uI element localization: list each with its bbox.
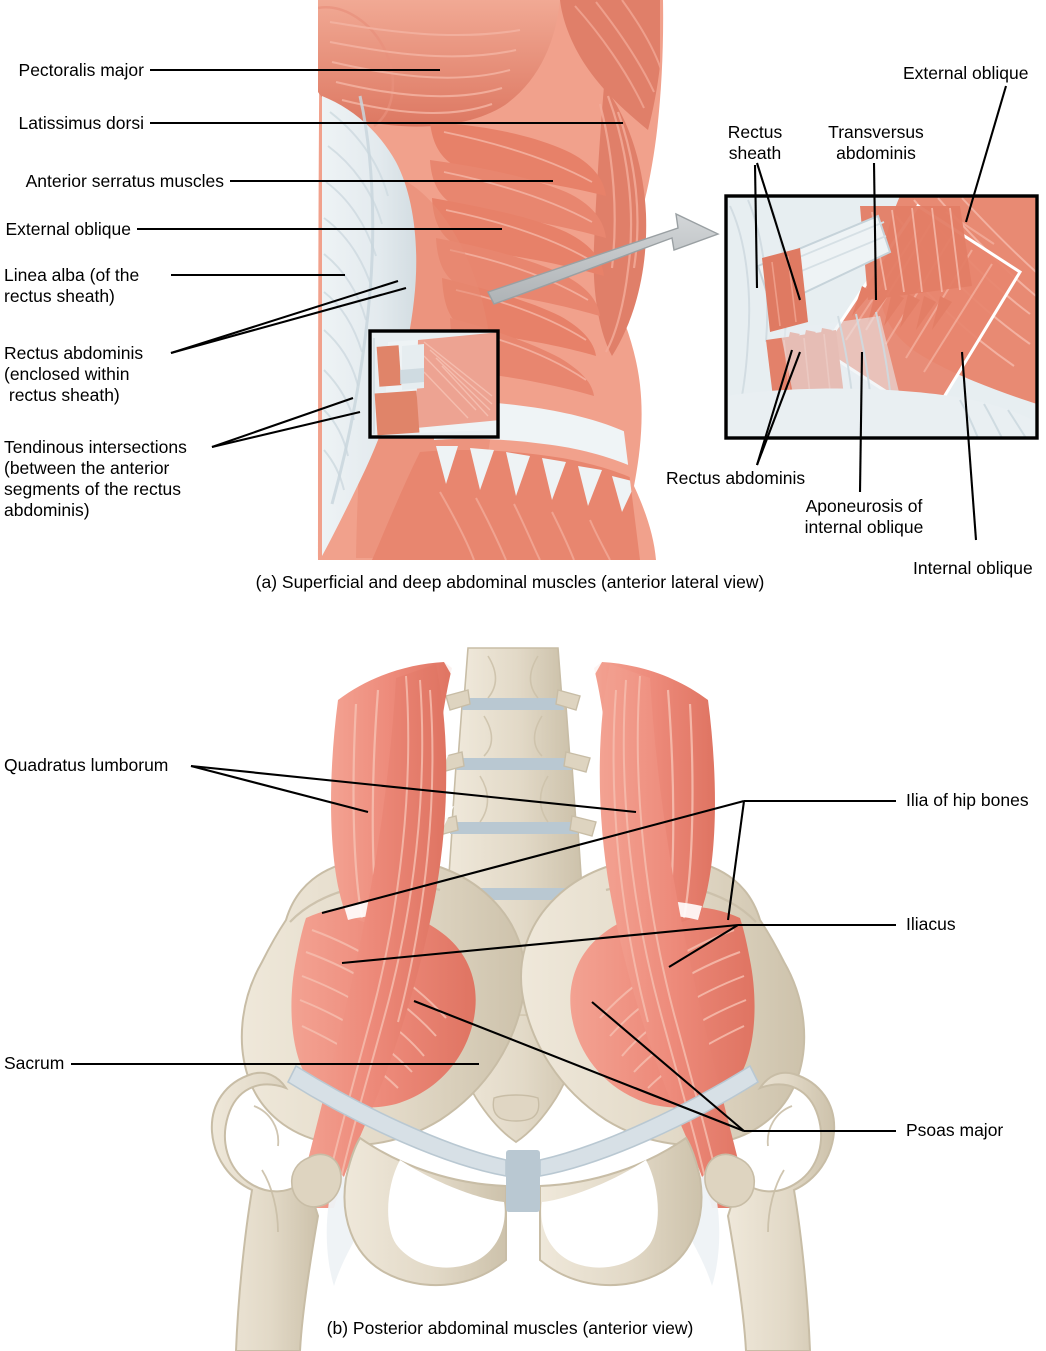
linea-alba-striations bbox=[323, 111, 389, 491]
label-inset-rectus-abdominis: Rectus abdominis bbox=[666, 468, 806, 488]
detail-region-box bbox=[368, 329, 500, 439]
pectoralis-major-muscle bbox=[318, 0, 560, 127]
pubic-symphysis bbox=[506, 1150, 540, 1212]
label-anterior-serratus-muscles: Anterior serratus muscles bbox=[25, 171, 224, 191]
label-ilia-of-hip-bones: Ilia of hip bones bbox=[906, 790, 1029, 810]
psoas-major-right-muscle bbox=[599, 664, 750, 1208]
label-rectus-abdominis: Rectus abdominis (enclosed within rectus… bbox=[4, 343, 144, 405]
detail-window-content bbox=[370, 331, 498, 437]
label-sacrum: Sacrum bbox=[4, 1053, 65, 1073]
lumbar-vertebrae bbox=[431, 647, 597, 966]
upper-lateral-muscle bbox=[560, 0, 660, 130]
label-psoas-major: Psoas major bbox=[906, 1120, 1004, 1140]
trochanter-right bbox=[704, 1153, 756, 1208]
label-tendinous-intersections: Tendinous intersections (between the ant… bbox=[4, 437, 187, 520]
label-linea-alba: Linea alba (of the rectus sheath) bbox=[4, 265, 140, 306]
femur-right-bone bbox=[726, 1071, 836, 1351]
label-quadratus-lumborum: Quadratus lumborum bbox=[4, 755, 169, 775]
label-inset-aponeurosis-internal-oblique: Aponeurosis of internal oblique bbox=[804, 496, 924, 537]
psoas-striations bbox=[323, 675, 723, 1201]
inset-lower-fascia bbox=[726, 388, 1037, 438]
pectoralis-striations bbox=[329, 21, 521, 114]
inset-detail-illustration bbox=[724, 194, 1039, 440]
caption-panel-a: (a) Superficial and deep abdominal muscl… bbox=[255, 572, 765, 592]
psoas-major-left-muscle bbox=[296, 664, 447, 1208]
trochanter-left bbox=[290, 1153, 342, 1208]
rectus-sheath-fascia bbox=[322, 96, 417, 556]
anterior-serratus-muscles bbox=[430, 122, 606, 396]
coccyx-bone bbox=[492, 1094, 540, 1122]
inset-transversus-fringe bbox=[852, 286, 952, 330]
pelvis-illustration bbox=[210, 647, 836, 1351]
label-latissimus-dorsi: Latissimus dorsi bbox=[18, 113, 144, 133]
inset-transversus-abdominis bbox=[860, 206, 972, 300]
panel-a-leader-lines bbox=[137, 68, 1008, 541]
label-external-oblique: External oblique bbox=[5, 219, 132, 239]
label-iliacus: Iliacus bbox=[906, 914, 956, 934]
label-inset-rectus-sheath: Rectus sheath bbox=[727, 122, 783, 163]
femur-left-bone bbox=[210, 1071, 320, 1351]
inset-rectus-abdominis-upper bbox=[762, 248, 808, 332]
linea-alba-line bbox=[330, 95, 375, 505]
label-inset-external-oblique: External oblique bbox=[903, 63, 1029, 83]
label-pectoralis-major: Pectoralis major bbox=[18, 60, 144, 80]
panel-b-leader-lines bbox=[71, 764, 896, 1133]
label-inset-transversus-abdominis: Transversus abdominis bbox=[828, 122, 924, 163]
label-inset-internal-oblique: Internal oblique bbox=[913, 558, 1033, 578]
lower-fascia-teeth bbox=[436, 446, 636, 512]
magnify-arrow-icon bbox=[487, 212, 720, 305]
window-rectus-top bbox=[376, 345, 402, 387]
caption-panel-b: (b) Posterior abdominal muscles (anterio… bbox=[326, 1318, 694, 1338]
inset-box-border bbox=[724, 194, 1039, 440]
torso-illustration bbox=[318, 0, 720, 560]
latissimus-dorsi-muscle bbox=[593, 86, 647, 356]
obturator-foramen-left bbox=[388, 1160, 505, 1268]
window-rectus-bottom bbox=[374, 390, 420, 436]
obturator-foramen-right bbox=[541, 1160, 658, 1268]
